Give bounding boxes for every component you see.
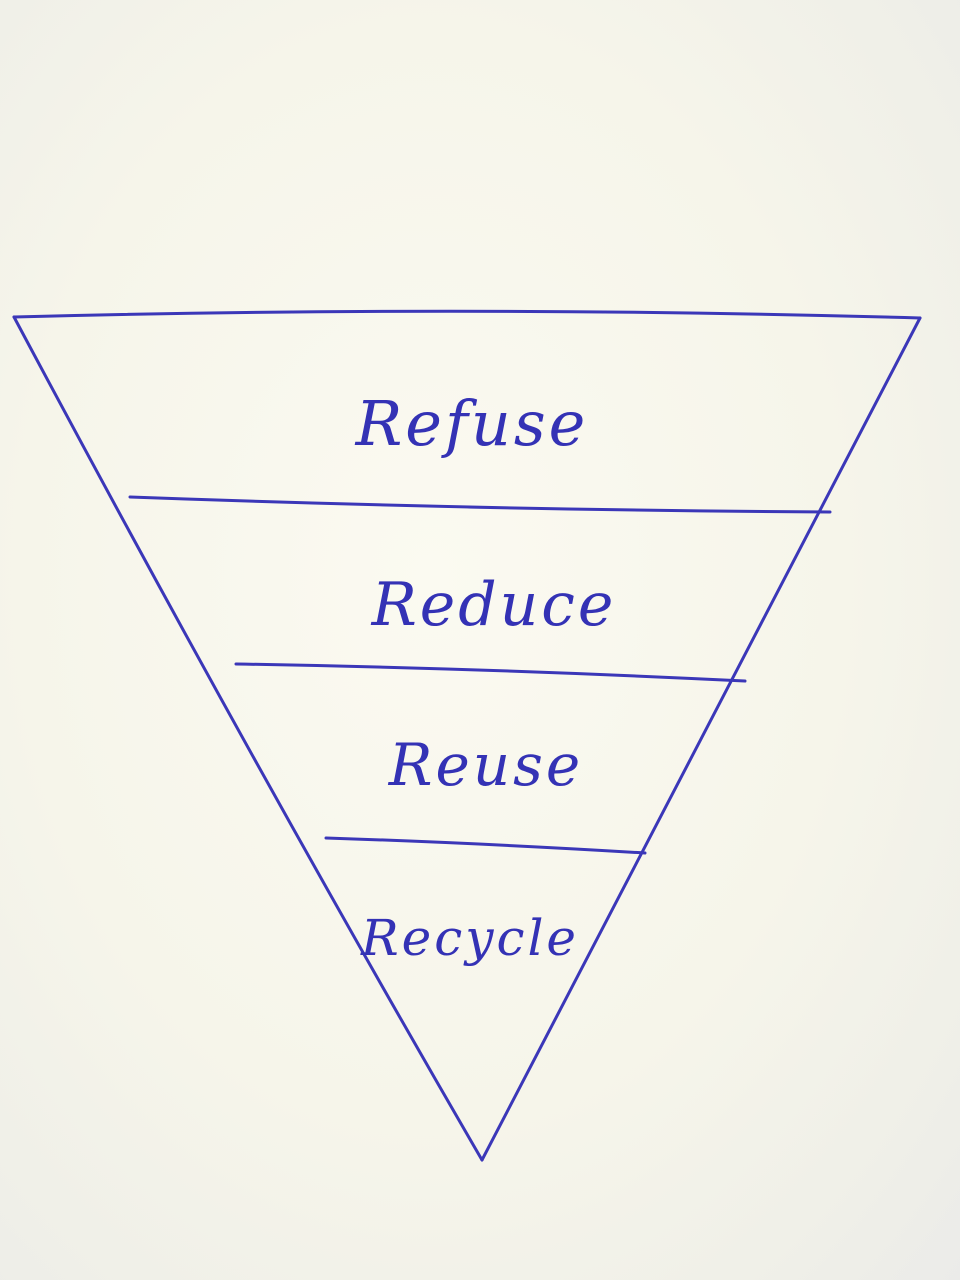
pyramid-left-edge [12, 315, 484, 1162]
tier-divider-2 [234, 662, 747, 683]
tier-label-recycle: Recycle [360, 909, 579, 967]
tier-label-refuse: Refuse [355, 387, 589, 460]
tier-divider-3 [324, 836, 647, 855]
tier-label-reduce: Reduce [371, 570, 617, 640]
pyramid-top-edge [12, 309, 922, 320]
tier-label-reuse: Reuse [388, 731, 583, 799]
tier-divider-1 [128, 495, 832, 514]
pyramid-right-edge [480, 316, 922, 1162]
